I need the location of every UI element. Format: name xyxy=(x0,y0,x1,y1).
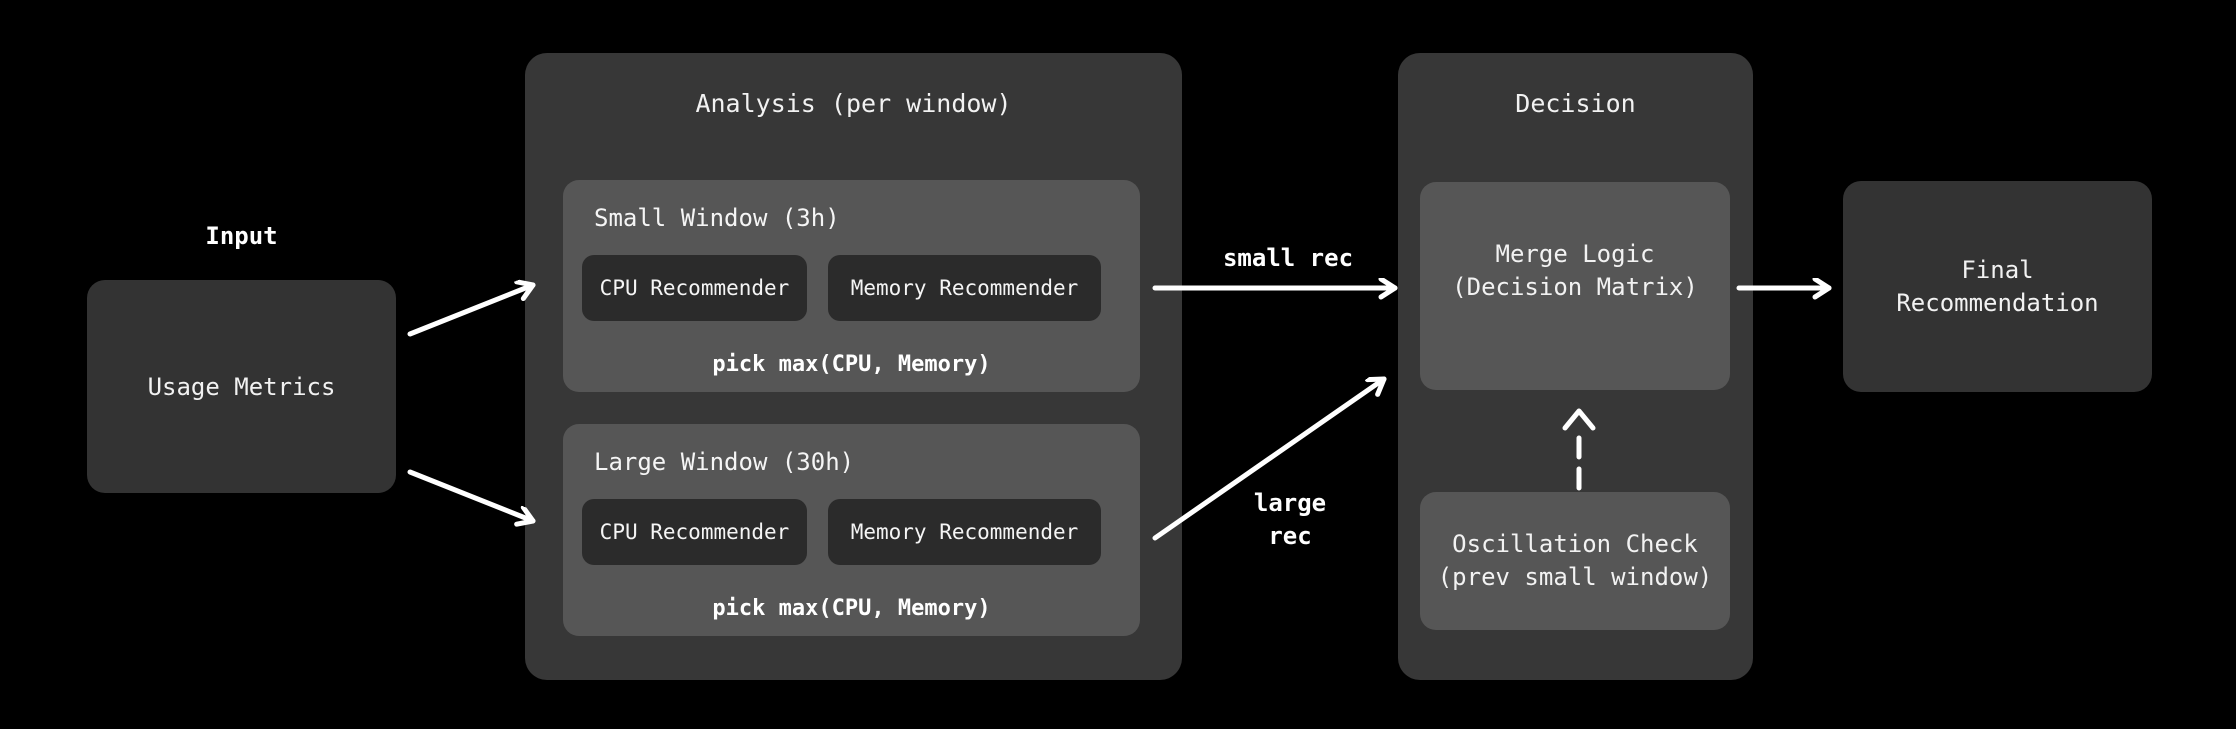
small-window-pick-max-label: pick max(CPU, Memory) xyxy=(712,352,991,377)
analysis-container: Analysis (per window) Small Window (3h) … xyxy=(525,53,1182,680)
large-window-box: Large Window (30h) CPU Recommender Memor… xyxy=(563,424,1140,636)
large-window-cpu-recommender-node: CPU Recommender xyxy=(582,499,807,565)
decision-title: Decision xyxy=(1515,89,1636,118)
arrow-usage-to-large-window xyxy=(407,469,536,521)
large-window-title: Large Window (30h) xyxy=(594,448,855,476)
small-window-box: Small Window (3h) CPU Recommender Memory… xyxy=(563,180,1140,392)
final-recommendation-node: Final Recommendation xyxy=(1843,181,2152,392)
small-window-memory-recommender-node: Memory Recommender xyxy=(828,255,1101,321)
arrow-usage-to-small-window xyxy=(407,285,536,337)
small-window-cpu-recommender-node: CPU Recommender xyxy=(582,255,807,321)
large-window-pick-max-label: pick max(CPU, Memory) xyxy=(712,596,991,621)
decision-container: Decision Merge Logic (Decision Matrix) O… xyxy=(1398,53,1753,680)
oscillation-check-node: Oscillation Check (prev small window) xyxy=(1420,492,1730,630)
edge-label-small-rec: small rec xyxy=(1222,244,1354,272)
usage-metrics-node: Usage Metrics xyxy=(87,280,396,493)
merge-logic-node: Merge Logic (Decision Matrix) xyxy=(1420,182,1730,390)
edge-label-large-rec: large rec xyxy=(1253,489,1327,550)
small-window-title: Small Window (3h) xyxy=(594,204,840,232)
analysis-title: Analysis (per window) xyxy=(695,89,1012,118)
large-window-memory-recommender-node: Memory Recommender xyxy=(828,499,1101,565)
input-group-label: Input xyxy=(205,222,278,250)
